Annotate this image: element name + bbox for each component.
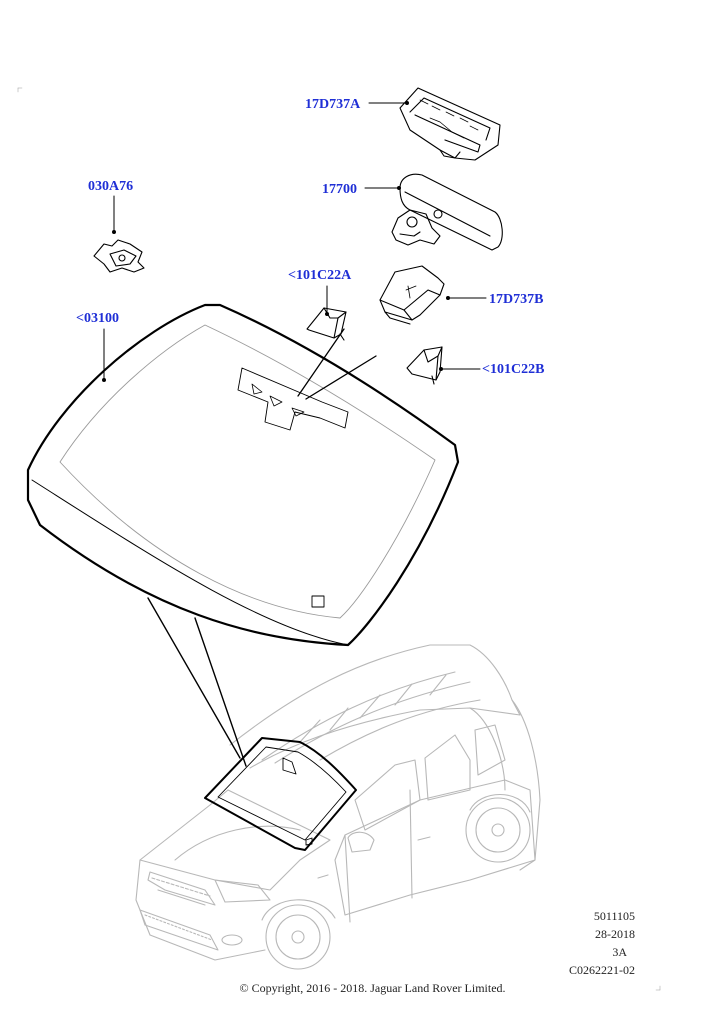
callout-03100[interactable]: <03100 bbox=[76, 311, 119, 326]
callout-101C22B[interactable]: <101C22B bbox=[482, 362, 545, 377]
installed-windscreen bbox=[204, 737, 357, 851]
callout-17D737A[interactable]: 17D737A bbox=[305, 97, 361, 112]
cover-17D737A bbox=[399, 87, 501, 161]
housing-17D737B bbox=[379, 265, 445, 325]
copyright-notice: © Copyright, 2016 - 2018. Jaguar Land Ro… bbox=[239, 981, 506, 995]
installed-windscreen-inner bbox=[217, 746, 347, 846]
windscreen-03100 bbox=[26, 303, 460, 647]
page-corner-marks bbox=[17, 87, 661, 991]
callout-101C22A[interactable]: <101C22A bbox=[288, 268, 352, 283]
bracket-101C22B bbox=[406, 346, 443, 385]
bracket-leader-lines bbox=[297, 328, 377, 400]
callout-17D737B[interactable]: 17D737B bbox=[489, 292, 544, 307]
mirror-17700 bbox=[391, 173, 503, 251]
reference-illustration-id: C0262221-02 bbox=[569, 963, 635, 977]
bracket-101C22A bbox=[306, 307, 347, 341]
zoom-leader-lines bbox=[147, 597, 247, 767]
vehicle-outline bbox=[135, 644, 541, 970]
callout-leaders bbox=[102, 101, 487, 382]
reference-number: 5011105 bbox=[593, 909, 635, 923]
reference-page: 3A bbox=[612, 945, 627, 959]
sensor-pad-030A76 bbox=[93, 239, 145, 273]
callout-17700[interactable]: 17700 bbox=[322, 182, 357, 197]
reference-date: 28-2018 bbox=[595, 927, 635, 941]
callout-030A76[interactable]: 030A76 bbox=[88, 179, 134, 194]
